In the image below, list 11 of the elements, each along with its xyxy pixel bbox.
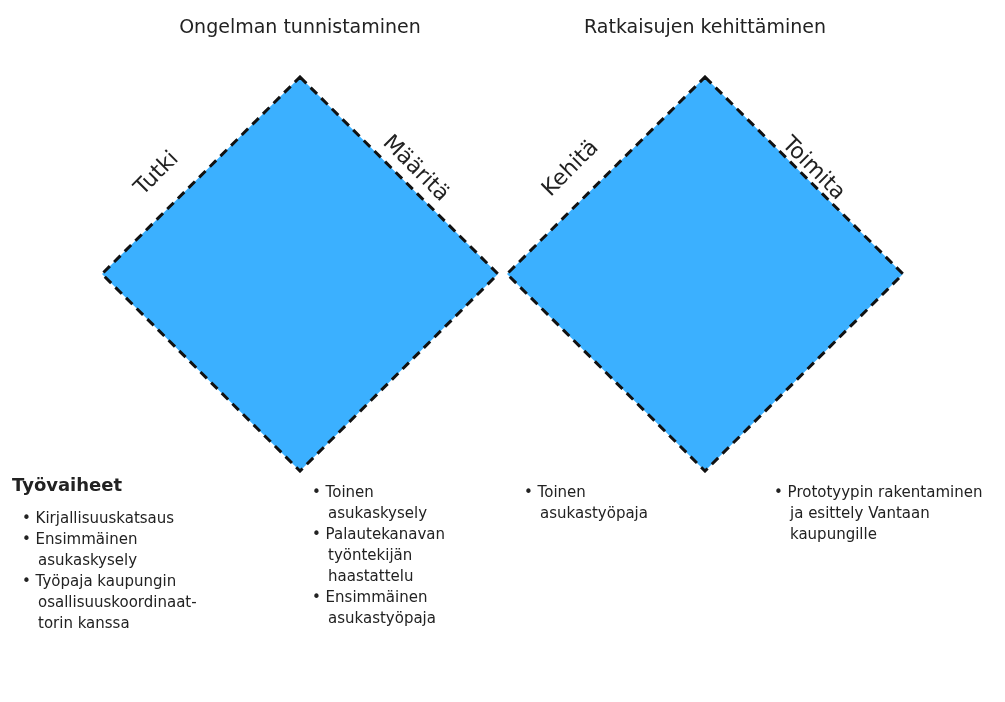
bullet-item: • Ensimmäinen asukaskysely — [22, 529, 139, 571]
phase-heading: Ratkaisujen kehittäminen — [583, 15, 827, 37]
bullet-item: • Toinen asukastyöpaja — [524, 482, 649, 524]
bullet-item: • Kirjallisuuskatsaus — [22, 508, 176, 529]
bullet-item: • Prototyypin rakentaminen ja esittely Vantaan kaupungille — [774, 482, 984, 545]
section-heading: Työvaiheet — [12, 474, 123, 495]
bullet-item: • Toinen asukaskysely — [312, 482, 429, 524]
phase-heading: Ongelman tunnistaminen — [178, 15, 422, 37]
bullet-item: • Ensimmäinen asukastyöpaja — [312, 587, 437, 629]
bullet-item: • Työpaja kaupungin osallisuuskoordinaat-torin kanssa — [22, 571, 198, 634]
bullet-item: • Palautekanavan työntekijän haastattelu — [312, 524, 447, 587]
